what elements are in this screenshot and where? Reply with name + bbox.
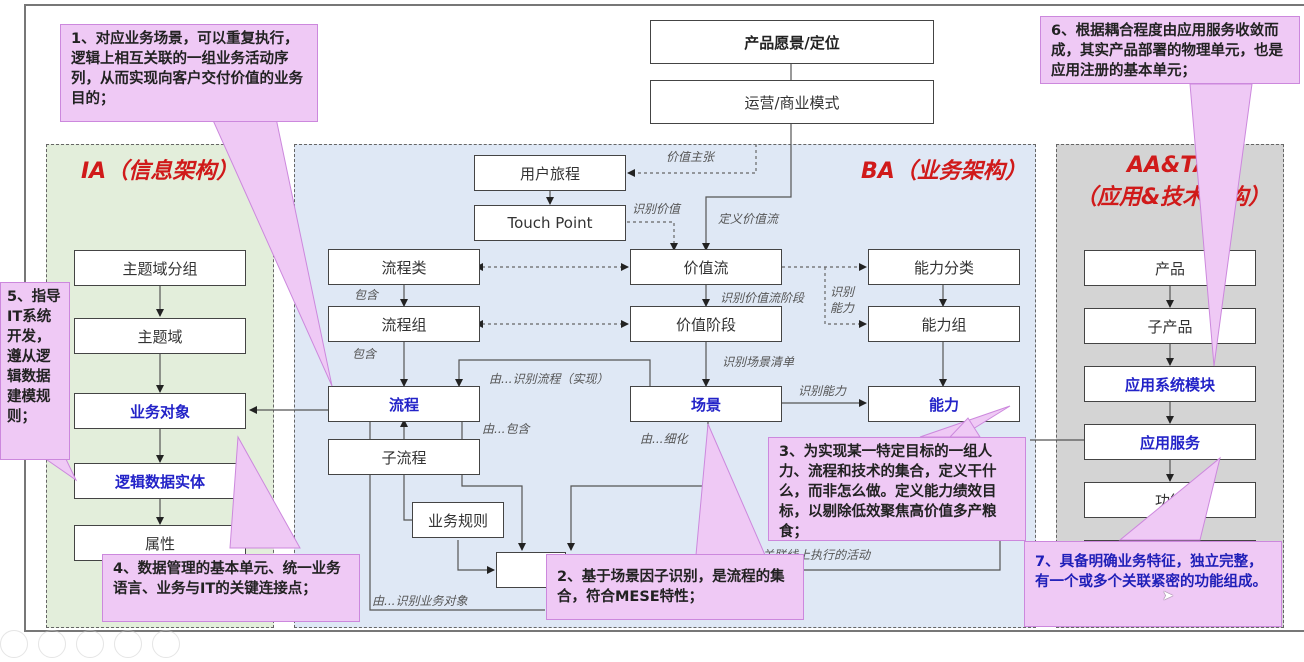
logical-data-entity-box[interactable]: 逻辑数据实体 <box>74 463 246 499</box>
callout-4: 4、数据管理的基本单元、统一业务语言、业务与IT的关键连接点； <box>102 554 360 622</box>
business-model-box[interactable]: 运营/商业模式 <box>650 80 934 124</box>
capability-box[interactable]: 能力 <box>868 386 1020 422</box>
process-category-box[interactable]: 流程类 <box>328 249 480 285</box>
process-box[interactable]: 流程 <box>328 386 480 422</box>
label-contains-1: 包含 <box>354 288 379 302</box>
label-identify-capability: 识别能力 <box>798 384 847 398</box>
label-by-refine: 由...细化 <box>640 432 688 446</box>
value-stage-box[interactable]: 价值阶段 <box>630 306 782 342</box>
callout-3: 3、为实现某一特定目标的一组人力、流程和技术的集合，定义干什么，而非怎么做。定义… <box>768 437 1026 541</box>
callout-6: 6、根据耦合程度由应用服务收敛而成，其实产品部署的物理单元，也是应用注册的基本单… <box>1040 16 1300 84</box>
sub-product-box[interactable]: 子产品 <box>1084 308 1256 344</box>
subject-area-group-box[interactable]: 主题域分组 <box>74 250 246 286</box>
label-identify-cap-1: 识别 <box>830 285 855 299</box>
link-object-loop <box>369 410 545 611</box>
link-scenario-process <box>455 359 651 387</box>
label-define-value-stream: 定义价值流 <box>718 212 779 226</box>
link-valuestream-capgroup <box>824 267 867 328</box>
callout-5: 5、指导IT系统开发，遵从逻辑数据建模规则； <box>0 282 70 460</box>
vision-box[interactable]: 产品愿景/定位 <box>650 20 934 64</box>
business-object-box[interactable]: 业务对象 <box>74 393 246 429</box>
next-icon[interactable] <box>38 630 66 658</box>
slide-toolbar[interactable] <box>0 630 220 658</box>
capability-category-box[interactable]: 能力分类 <box>868 249 1020 285</box>
app-service-box[interactable]: 应用服务 <box>1084 424 1256 460</box>
callout-7: 7、具备明确业务特征，独立完整，有一个或多个关联紧密的功能组成。 <box>1024 541 1282 627</box>
label-contains-2: 包含 <box>352 347 377 361</box>
app-module-box[interactable]: 应用系统模块 <box>1084 366 1256 402</box>
function-box[interactable]: 功能 <box>1084 482 1256 518</box>
label-identify-business-object: 由...识别业务对象 <box>372 594 468 608</box>
scenario-box[interactable]: 场景 <box>630 386 782 422</box>
subject-area-box[interactable]: 主题域 <box>74 318 246 354</box>
user-journey-box[interactable]: 用户旅程 <box>474 155 626 191</box>
label-value-proposition: 价值主张 <box>666 150 715 164</box>
label-by-contains: 由...包含 <box>482 422 530 436</box>
zoom-icon[interactable] <box>152 630 180 658</box>
link-rule-subprocess <box>403 474 414 521</box>
label-identify-value-stage: 识别价值流阶段 <box>720 291 805 305</box>
callout-1: 1、对应业务场景，可以重复执行，逻辑上相互关联的一组业务活动序列，从而实现向客户… <box>60 24 318 122</box>
value-stream-box[interactable]: 价值流 <box>630 249 782 285</box>
prev-icon[interactable] <box>0 630 28 658</box>
pen-icon[interactable] <box>76 630 104 658</box>
touch-point-box[interactable]: Touch Point <box>474 205 626 241</box>
business-rule-box[interactable]: 业务规则 <box>412 502 504 538</box>
link-rule-activity <box>457 540 495 574</box>
process-group-box[interactable]: 流程组 <box>328 306 480 342</box>
sub-process-box[interactable]: 子流程 <box>328 439 480 475</box>
capability-group-box[interactable]: 能力组 <box>868 306 1020 342</box>
slides-icon[interactable] <box>114 630 142 658</box>
label-identify-scenario-list: 识别场景清单 <box>722 355 795 369</box>
label-identify-cap-2: 能力 <box>830 301 855 315</box>
link-valueprop-journey <box>627 144 757 177</box>
product-box[interactable]: 产品 <box>1084 250 1256 286</box>
ba-zone-title: BA（业务架构） <box>861 159 1027 184</box>
label-identify-value: 识别价值 <box>632 202 681 216</box>
callout-2: 2、基于场景因子识别，是流程的集合，符合MESE特性； <box>546 554 804 620</box>
link-model-valuestream <box>702 123 792 251</box>
label-identify-process: 由...识别流程（实现） <box>489 372 609 386</box>
link-activity-note <box>770 536 1001 571</box>
mouse-cursor-icon: ➤ <box>1162 588 1174 604</box>
